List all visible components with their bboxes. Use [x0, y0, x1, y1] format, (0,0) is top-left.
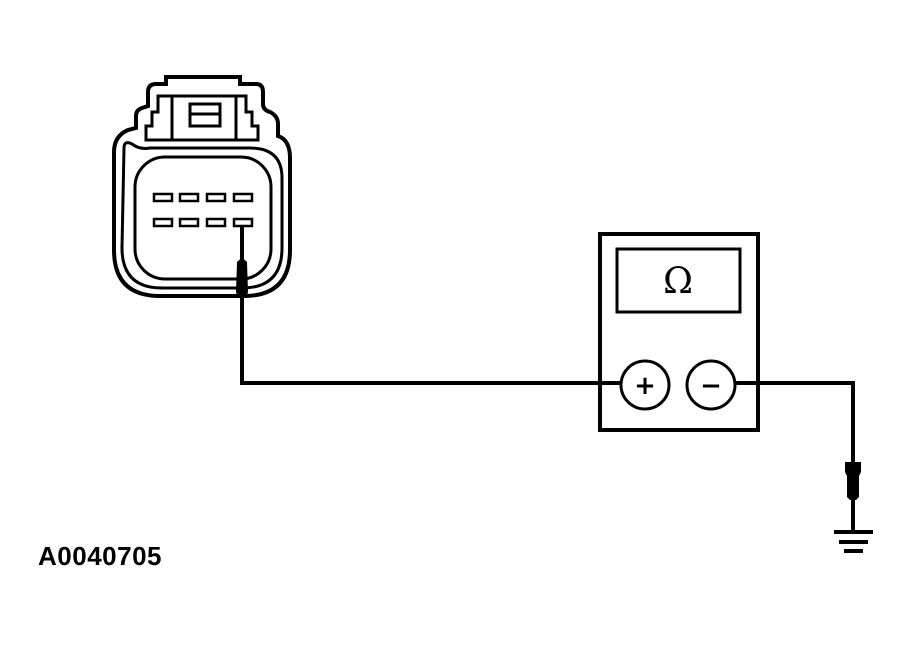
pin-row-1 [152, 192, 254, 203]
pin [178, 217, 200, 228]
connector [112, 75, 292, 298]
connector-middle-outline [120, 141, 284, 290]
connector-cavity [133, 155, 273, 281]
positive-lead-wire [240, 298, 620, 385]
meter-display [615, 247, 742, 314]
probe-tip-icon [845, 462, 861, 500]
ohmmeter: Ω + − [598, 232, 760, 432]
pin-row-2 [152, 217, 254, 228]
ground-probe [845, 462, 861, 532]
figure-id-label: A0040705 [38, 541, 162, 571]
plus-icon: + [634, 371, 656, 401]
minus-icon: − [700, 371, 722, 401]
pin [205, 192, 227, 203]
connector-probe [236, 226, 248, 298]
omega-symbol: Ω [663, 261, 693, 302]
connector-latch [144, 94, 260, 142]
ground-icon [834, 530, 873, 553]
pin [152, 192, 174, 203]
pin [232, 192, 254, 203]
positive-terminal[interactable] [619, 359, 671, 411]
connector-outer-outline [112, 75, 292, 298]
negative-lead-wire [735, 381, 855, 462]
meter-body [598, 232, 760, 432]
probe-tip-icon [236, 259, 248, 298]
pin [152, 217, 174, 228]
probed-pin [232, 217, 254, 228]
pin [178, 192, 200, 203]
pin [205, 217, 227, 228]
